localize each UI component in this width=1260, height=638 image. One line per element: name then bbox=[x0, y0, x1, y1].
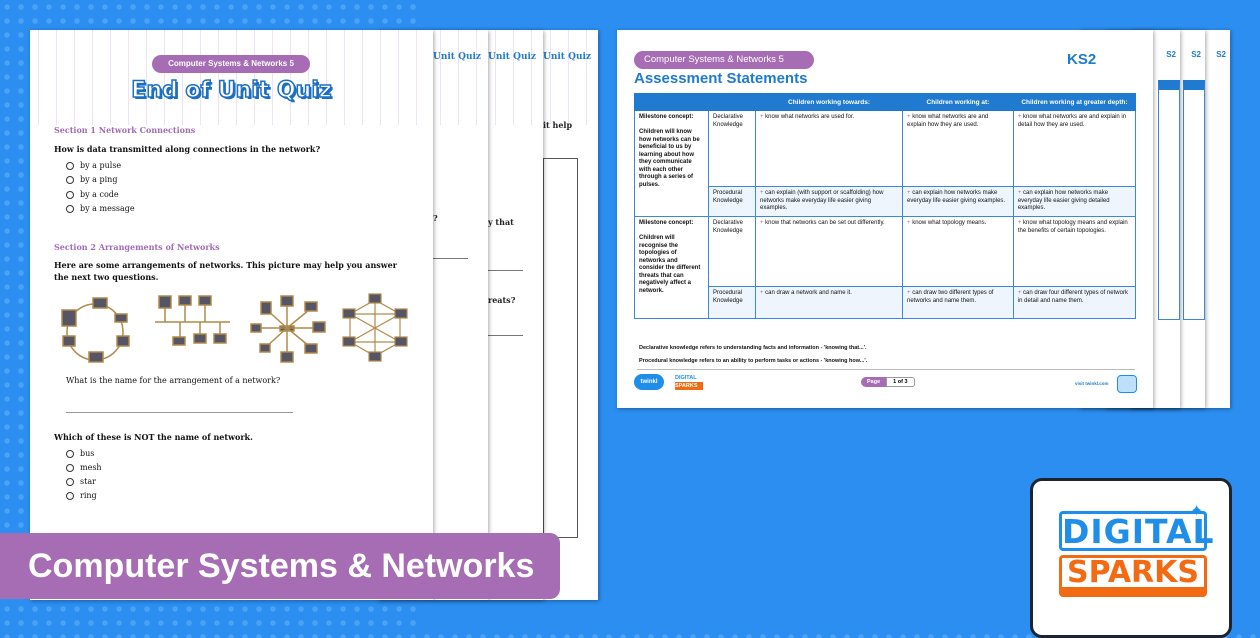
question-1: How is data transmitted along connection… bbox=[54, 144, 321, 154]
quiz-front-page: Computer Systems & Networks 5 End of Uni… bbox=[30, 30, 433, 600]
q3-option[interactable]: mesh bbox=[66, 463, 102, 472]
assessment-table: Children working towards:Children workin… bbox=[634, 93, 1137, 319]
question-3: Which of these is NOT the name of networ… bbox=[54, 432, 253, 442]
table-row: Procedural Knowledge+ can explain (with … bbox=[635, 186, 1137, 217]
bus-network-diagram-icon bbox=[155, 295, 230, 346]
section-1-heading: Section 1 Network Connections bbox=[54, 125, 196, 135]
assessment-front-page: Computer Systems & Networks 5 KS2 Assess… bbox=[617, 30, 1153, 408]
radio-button[interactable] bbox=[66, 161, 74, 170]
radio-button[interactable] bbox=[66, 463, 74, 472]
q1-option[interactable]: by a ping bbox=[66, 175, 117, 184]
text-fragment: it help bbox=[543, 120, 573, 130]
q3-option[interactable]: star bbox=[66, 477, 96, 486]
page-header-fragment: Unit Quiz bbox=[488, 52, 537, 62]
column-header: Children working at greater depth: bbox=[1012, 93, 1137, 111]
logo-sparks: SPARKS bbox=[1059, 555, 1207, 597]
option-label: ring bbox=[80, 491, 97, 500]
knowledge-type: Procedural Knowledge bbox=[708, 186, 756, 217]
logo-digital: DIGITAL bbox=[1059, 511, 1214, 551]
option-label: by a ping bbox=[80, 175, 118, 184]
mesh-network-diagram-icon bbox=[342, 293, 408, 362]
option-label: by a pulse bbox=[80, 161, 122, 170]
procedural-note: Procedural knowledge refers to an abilit… bbox=[639, 358, 868, 364]
ks-fragment: S2 bbox=[1216, 50, 1226, 59]
badge-icon bbox=[1117, 375, 1137, 393]
answer-box bbox=[543, 158, 578, 538]
title-banner: Computer Systems & Networks bbox=[0, 533, 560, 599]
q1-option[interactable]: by a code bbox=[66, 190, 119, 199]
unit-pill: Computer Systems & Networks 5 bbox=[634, 51, 814, 69]
concept-cell: Milestone concept:Children will know how… bbox=[634, 110, 709, 217]
text-fragment: ? bbox=[433, 213, 438, 223]
question-2: What is the name for the arrangement of … bbox=[66, 376, 281, 385]
table-row: Milestone concept:Children will know how… bbox=[634, 110, 1137, 217]
star-network-diagram-icon bbox=[250, 295, 326, 363]
section-2-heading: Section 2 Arrangements of Networks bbox=[54, 242, 220, 252]
banner-title: Computer Systems & Networks bbox=[28, 547, 535, 585]
answer-line[interactable] bbox=[66, 412, 293, 413]
concept-cell: Milestone concept:Children will recognis… bbox=[634, 216, 709, 319]
table-row: Procedural Knowledge+ can draw a network… bbox=[635, 286, 1137, 319]
q3-option[interactable]: ring bbox=[66, 491, 97, 500]
q3-option[interactable]: bus bbox=[66, 449, 94, 458]
unit-pill: Computer Systems & Networks 5 bbox=[152, 55, 310, 73]
knowledge-type: Procedural Knowledge bbox=[708, 286, 756, 319]
digital-sparks-logo-card: DIGITAL ✦ SPARKS bbox=[1030, 478, 1232, 638]
radio-button[interactable] bbox=[66, 204, 74, 213]
text-fragment: reats? bbox=[488, 295, 516, 305]
ks-fragment: S2 bbox=[1166, 50, 1176, 59]
option-label: by a code bbox=[80, 190, 119, 199]
radio-button[interactable] bbox=[66, 477, 74, 486]
column-header: Children working towards: bbox=[754, 93, 904, 111]
sparkle-icon: ✦ bbox=[1190, 503, 1204, 520]
radio-button[interactable] bbox=[66, 449, 74, 458]
visit-link[interactable]: visit twinkl.com bbox=[1075, 381, 1109, 386]
option-label: star bbox=[80, 477, 96, 486]
text-fragment: y that bbox=[488, 217, 514, 227]
knowledge-type: Declarative Knowledge bbox=[708, 110, 756, 187]
twinkl-logo: twinkl bbox=[634, 374, 664, 390]
radio-button[interactable] bbox=[66, 491, 74, 500]
option-label: bus bbox=[80, 449, 95, 458]
page-header-fragment: Unit Quiz bbox=[543, 52, 592, 62]
page-header-fragment: Unit Quiz bbox=[433, 52, 482, 62]
option-label: by a message bbox=[80, 204, 135, 213]
declarative-note: Declarative knowledge refers to understa… bbox=[639, 345, 867, 351]
table-header-row: Children working towards:Children workin… bbox=[634, 93, 1137, 111]
table-row: Milestone concept:Children will recognis… bbox=[634, 216, 1137, 319]
q1-option[interactable]: by a message bbox=[66, 204, 135, 213]
network-diagrams bbox=[61, 293, 408, 363]
ring-network-diagram-icon bbox=[61, 297, 130, 363]
key-stage-label: KS2 bbox=[1067, 51, 1097, 68]
radio-button[interactable] bbox=[66, 175, 74, 184]
page-title: Assessment Statements bbox=[634, 70, 808, 87]
column-header: Children working at: bbox=[902, 93, 1014, 111]
ks-fragment: S2 bbox=[1191, 50, 1201, 59]
knowledge-type: Declarative Knowledge bbox=[708, 216, 756, 287]
radio-button[interactable] bbox=[66, 190, 74, 199]
quiz-title: End of Unit Quiz bbox=[131, 77, 333, 104]
option-label: mesh bbox=[80, 463, 102, 472]
intro-text: Here are some arrangements of networks. … bbox=[54, 260, 397, 282]
q1-option[interactable]: by a pulse bbox=[66, 161, 121, 170]
